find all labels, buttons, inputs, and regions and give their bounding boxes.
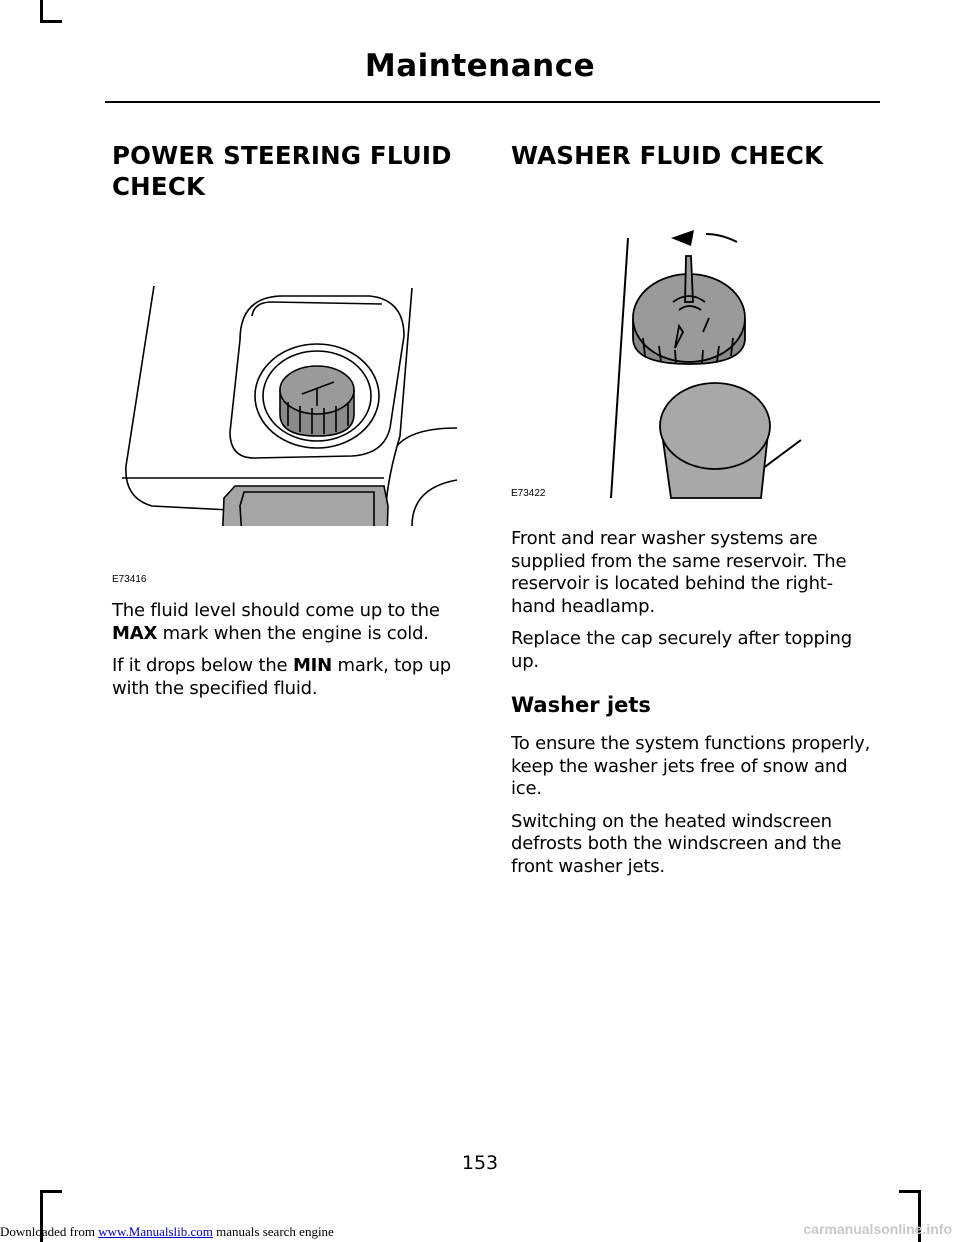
- text-run: If it drops below the: [112, 655, 293, 676]
- footer-download-note: Downloaded from www.Manualslib.com manua…: [0, 1224, 334, 1240]
- text-run: mark when the engine is cold.: [157, 622, 429, 644]
- manualslib-link[interactable]: www.Manualslib.com: [98, 1224, 213, 1239]
- subheading-washer-jets: Washer jets: [511, 693, 651, 717]
- text-run: mark, top up with the specified fluid.: [112, 655, 452, 699]
- section-heading-washer-fluid: WASHER FLUID CHECK: [511, 141, 824, 170]
- crop-mark: [40, 1190, 43, 1242]
- footer-text: manuals search engine: [212, 1224, 334, 1239]
- bold-term-min: MIN: [292, 655, 333, 676]
- page-title: Maintenance: [364, 48, 596, 84]
- figure-code: E73422: [511, 488, 546, 499]
- header-rule: [105, 101, 880, 103]
- crop-mark: [899, 1190, 921, 1193]
- crop-mark: [40, 0, 43, 20]
- left-column: POWER STEERING FLUID CHECK: [112, 140, 467, 700]
- washer-figure: E73422: [511, 198, 871, 500]
- power-steering-reservoir-illustration: [112, 285, 467, 589]
- crop-mark: [40, 20, 62, 23]
- power-steering-figure: E73416: [112, 206, 467, 589]
- paragraph-max-mark: The fluid level should come up to the MA…: [112, 600, 467, 645]
- figure-code: E73416: [112, 574, 147, 585]
- paragraph-washer-jets-free: To ensure the system functions properly,…: [511, 733, 871, 799]
- section-heading-power-steering: POWER STEERING FLUID CHECK: [112, 141, 452, 201]
- crop-mark: [918, 1190, 921, 1242]
- footer-text: Downloaded from: [0, 1224, 99, 1239]
- paragraph-heated-windscreen: Switching on the heated windscreen defro…: [511, 810, 842, 877]
- paragraph-min-mark: If it drops below the MIN mark, top up w…: [112, 655, 467, 700]
- text-run: The fluid level should come up to the: [112, 600, 440, 621]
- crop-mark: [40, 1190, 62, 1193]
- watermark: carmanualsonline.info: [803, 1221, 952, 1237]
- bold-term-max: MAX: [112, 622, 158, 644]
- paragraph-reservoir-location: Front and rear washer systems are suppli…: [511, 528, 847, 617]
- paragraph-replace-cap: Replace the cap securely after topping u…: [511, 628, 852, 672]
- washer-reservoir-illustration: [610, 230, 802, 499]
- right-column: WASHER FLUID CHECK E73422 Front and rea: [511, 140, 871, 878]
- page-number: 153: [461, 1152, 499, 1174]
